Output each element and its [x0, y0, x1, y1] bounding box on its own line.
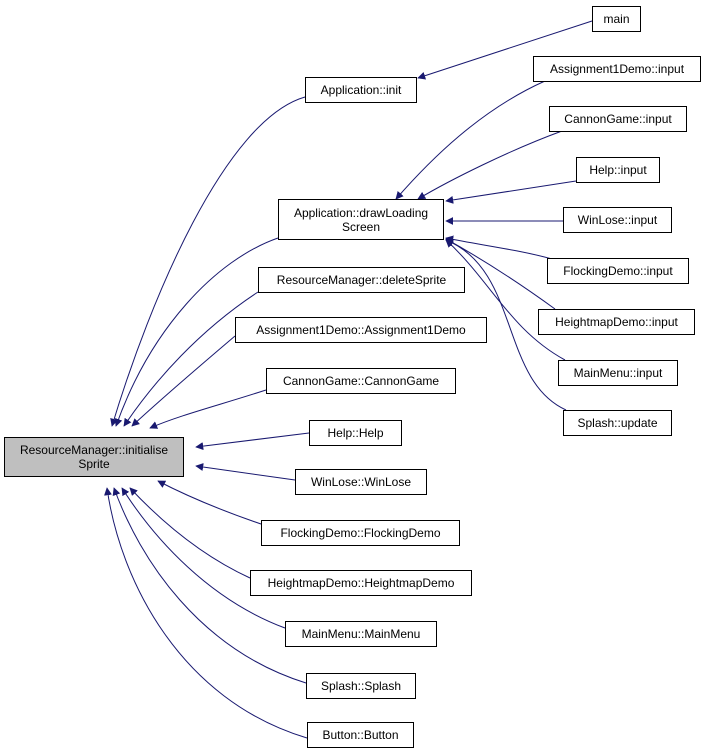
node-cannongame-input[interactable]: CannonGame::input	[549, 106, 687, 132]
edge-splashupdate-to-draw	[445, 239, 567, 411]
node-main[interactable]: main	[592, 6, 641, 32]
edge-wlctor-to-root	[195, 463, 296, 481]
node-label-line2: Sprite	[78, 457, 110, 471]
node-label: CannonGame::input	[564, 112, 672, 126]
node-label: Splash::Splash	[320, 679, 402, 693]
node-flockingdemo-constructor[interactable]: FlockingDemo::FlockingDemo	[261, 520, 460, 546]
edge-splashctor-to-root	[112, 487, 307, 684]
node-resourcemanager-deletesprite[interactable]: ResourceManager::deleteSprite	[258, 267, 465, 293]
node-label: MainMenu::input	[573, 366, 663, 380]
node-heightmapdemo-input[interactable]: HeightmapDemo::input	[538, 309, 695, 335]
node-help-constructor[interactable]: Help::Help	[309, 420, 402, 446]
node-label: HeightmapDemo::HeightmapDemo	[267, 576, 455, 590]
node-assignment1demo-constructor[interactable]: Assignment1Demo::Assignment1Demo	[235, 317, 487, 343]
node-heightmapdemo-constructor[interactable]: HeightmapDemo::HeightmapDemo	[250, 570, 472, 596]
node-label: Splash::update	[577, 416, 658, 430]
edge-mmctor-to-root	[121, 487, 286, 629]
node-winlose-input[interactable]: WinLose::input	[563, 207, 672, 233]
node-label-line1: Application::drawLoading	[293, 205, 429, 220]
node-label-line2: Screen	[341, 219, 381, 234]
node-label: MainMenu::MainMenu	[301, 627, 421, 641]
node-label: Help::input	[589, 163, 647, 177]
node-splash-update[interactable]: Splash::update	[563, 410, 672, 436]
node-label: FlockingDemo::FlockingDemo	[280, 526, 441, 540]
node-label: CannonGame::CannonGame	[282, 374, 440, 388]
node-resourcemanager-initialisesprite[interactable]: ResourceManager::initialise Sprite	[4, 437, 184, 477]
edge-mminput-to-draw	[445, 239, 566, 361]
edge-main-to-init	[417, 20, 593, 80]
node-help-input[interactable]: Help::input	[576, 157, 660, 183]
edge-draw-to-root	[114, 237, 279, 427]
node-application-drawloadingscreen[interactable]: Application::drawLoading Screen	[278, 199, 444, 240]
node-label: Button::Button	[322, 728, 399, 742]
node-label: WinLose::input	[577, 213, 658, 227]
node-application-init[interactable]: Application::init	[305, 77, 417, 103]
node-label: Assignment1Demo::Assignment1Demo	[256, 323, 466, 337]
edge-helpinput-to-draw	[445, 180, 577, 204]
edge-cgctor-to-root	[149, 389, 267, 429]
edge-fdinput-to-draw	[445, 235, 553, 260]
edge-cginput-to-draw	[417, 130, 563, 200]
node-label: Assignment1Demo::input	[549, 62, 685, 76]
edge-helpctor-to-root	[195, 432, 310, 451]
node-label: Application::init	[320, 83, 402, 97]
node-mainmenu-constructor[interactable]: MainMenu::MainMenu	[285, 621, 437, 647]
edge-a1input-to-draw	[395, 80, 546, 200]
node-label: WinLose::WinLose	[310, 475, 412, 489]
node-assignment1demo-input[interactable]: Assignment1Demo::input	[533, 56, 701, 82]
edge-delete-to-root	[123, 291, 259, 427]
node-winlose-constructor[interactable]: WinLose::WinLose	[295, 469, 427, 495]
node-label: ResourceManager::deleteSprite	[276, 273, 447, 287]
node-button-constructor[interactable]: Button::Button	[307, 722, 414, 748]
node-splash-constructor[interactable]: Splash::Splash	[306, 673, 416, 699]
node-label: HeightmapDemo::input	[555, 315, 678, 329]
node-mainmenu-input[interactable]: MainMenu::input	[558, 360, 678, 386]
node-label-line1: ResourceManager::initialise	[19, 443, 169, 457]
edge-hmctor-to-root	[129, 487, 251, 579]
edge-a1ctor-to-root	[131, 335, 236, 427]
node-cannongame-constructor[interactable]: CannonGame::CannonGame	[266, 368, 456, 394]
edge-fdctor-to-root	[157, 480, 262, 525]
edge-init-to-root	[110, 96, 306, 427]
edge-buttonctor-to-root	[104, 487, 308, 739]
node-label: Help::Help	[327, 426, 384, 440]
node-flockingdemo-input[interactable]: FlockingDemo::input	[547, 258, 689, 284]
node-label: main	[603, 12, 630, 26]
node-label: FlockingDemo::input	[563, 264, 673, 278]
